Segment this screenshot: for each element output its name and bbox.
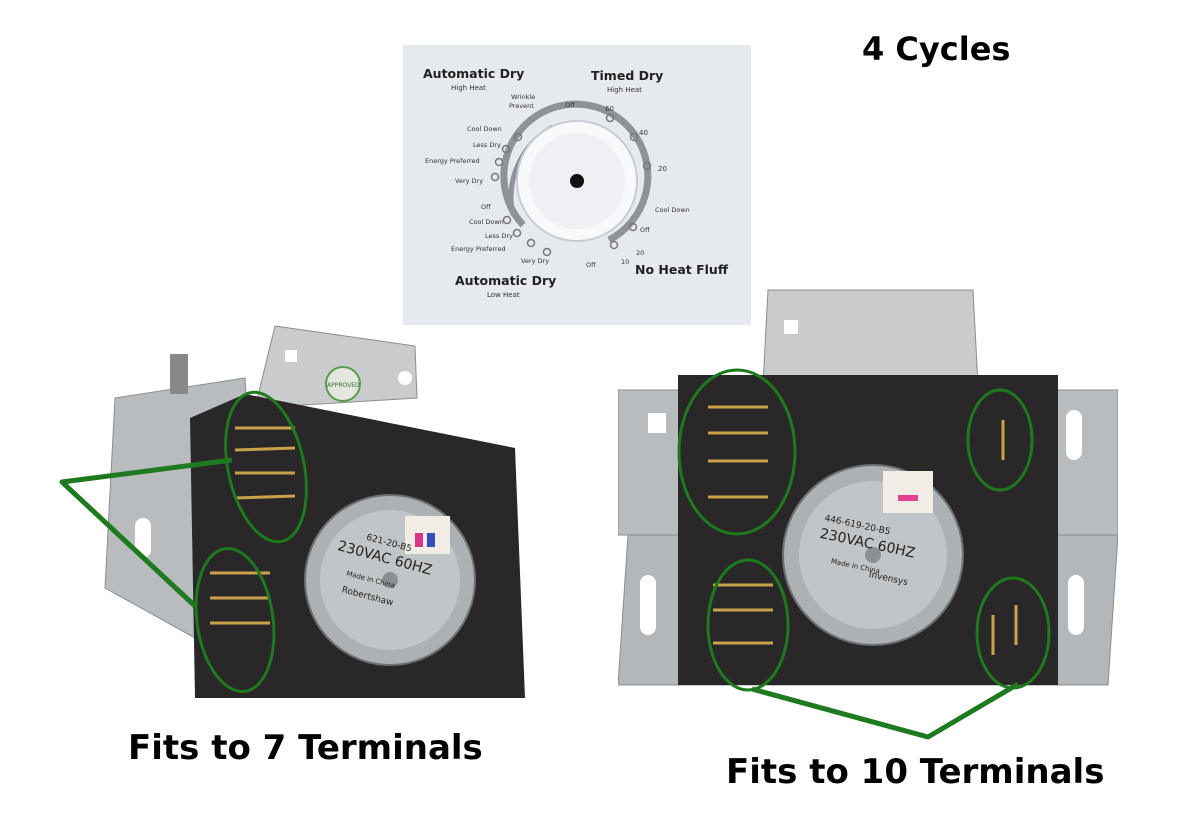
timer-7-terminal-photo: APPROVED 621-20-B5 230VAC 60HZ Made in C… <box>104 325 525 698</box>
auto-dry-low-title: Automatic Dry <box>455 273 556 288</box>
cycles-heading: 4 Cycles <box>862 30 1011 68</box>
timed-60: 60 <box>605 105 614 113</box>
position-off-top: Off <box>565 101 575 109</box>
timed-20: 20 <box>658 165 667 173</box>
position-cool-down-fluff: Cool Down <box>655 206 690 214</box>
position-very-dry-low: Very Dry <box>521 257 549 265</box>
no-heat-fluff-title: No Heat Fluff <box>635 262 729 277</box>
position-wrinkle: Wrinkle <box>511 93 535 101</box>
caption-7-terminals: Fits to 7 Terminals <box>128 728 483 768</box>
fluff-20: 20 <box>636 249 644 257</box>
auto-dry-high-title: Automatic Dry <box>423 66 524 81</box>
auto-dry-high-sub: High Heat <box>451 84 486 92</box>
timed-dry-title: Timed Dry <box>591 68 663 83</box>
position-cool-down-high: Cool Down <box>467 125 502 133</box>
position-energy-high: Energy Preferred <box>425 157 480 165</box>
position-energy-low: Energy Preferred <box>451 245 506 253</box>
timed-40: 40 <box>639 129 648 137</box>
caption-10-terminals: Fits to 10 Terminals <box>726 752 1105 792</box>
position-less-dry-low: Less Dry <box>485 232 513 240</box>
approved-badge-text: APPROVED <box>327 382 360 389</box>
position-off-bottom: Off <box>586 261 596 269</box>
timer-motor: 446-619-20-B5 230VAC 60HZ Made in China … <box>782 464 964 646</box>
timer-10-terminal-photo: 446-619-20-B5 230VAC 60HZ Made in China … <box>618 289 1118 686</box>
auto-dry-low-sub: Low Heat <box>487 291 520 299</box>
timer-motor: 621-20-B5 230VAC 60HZ Made in China Robe… <box>304 494 476 666</box>
approved-badge: APPROVED <box>325 366 361 402</box>
timed-dry-sub: High Heat <box>607 86 642 94</box>
position-off-low: Off <box>481 203 491 211</box>
position-very-dry-high: Very Dry <box>455 177 483 185</box>
fluff-10: 10 <box>621 258 629 266</box>
position-prevent: Prevent <box>509 102 534 110</box>
cycle-dial <box>500 100 652 244</box>
dryer-control-panel: Automatic Dry High Heat Timed Dry High H… <box>403 45 751 325</box>
position-less-dry-high: Less Dry <box>473 141 501 149</box>
position-cool-down-low: Cool Down <box>469 218 504 226</box>
position-off-fluff: Off <box>640 226 650 234</box>
